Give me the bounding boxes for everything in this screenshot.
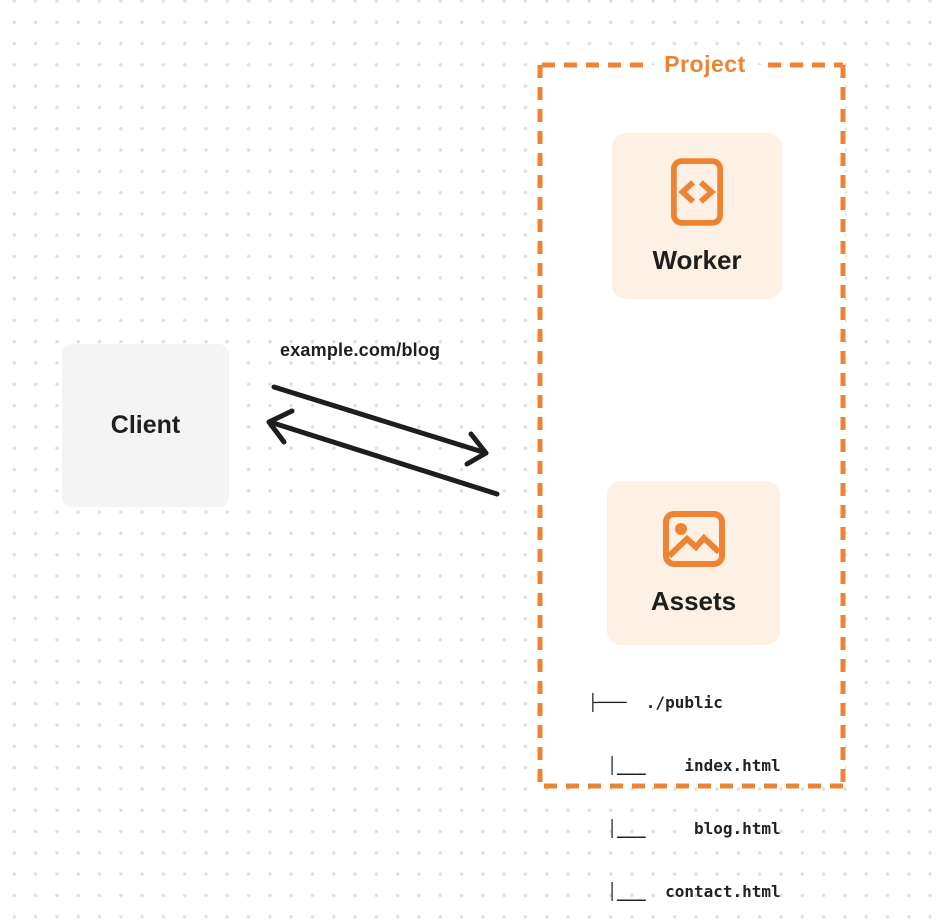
client-node: Client [62, 344, 229, 507]
worker-label: Worker [652, 244, 742, 275]
project-label: Project [664, 51, 746, 77]
assets-label: Assets [650, 585, 737, 616]
worker-node: Worker [612, 133, 782, 299]
client-label: Client [110, 411, 181, 439]
file-tree-line: │___ blog.html [588, 819, 781, 838]
request-url-label: example.com/blog [280, 340, 441, 360]
file-tree-line: │___ index.html [588, 756, 781, 775]
response-arrow [266, 408, 500, 497]
assets-node: Assets [607, 481, 780, 645]
file-tree-line: ├─── ./public [588, 693, 723, 712]
code-document-icon [670, 157, 724, 226]
assets-file-tree: ├─── ./public │___ index.html │___ blog.… [588, 650, 781, 923]
request-arrow [271, 384, 489, 467]
file-tree-line: │___ contact.html [588, 882, 781, 901]
image-icon [662, 510, 725, 567]
